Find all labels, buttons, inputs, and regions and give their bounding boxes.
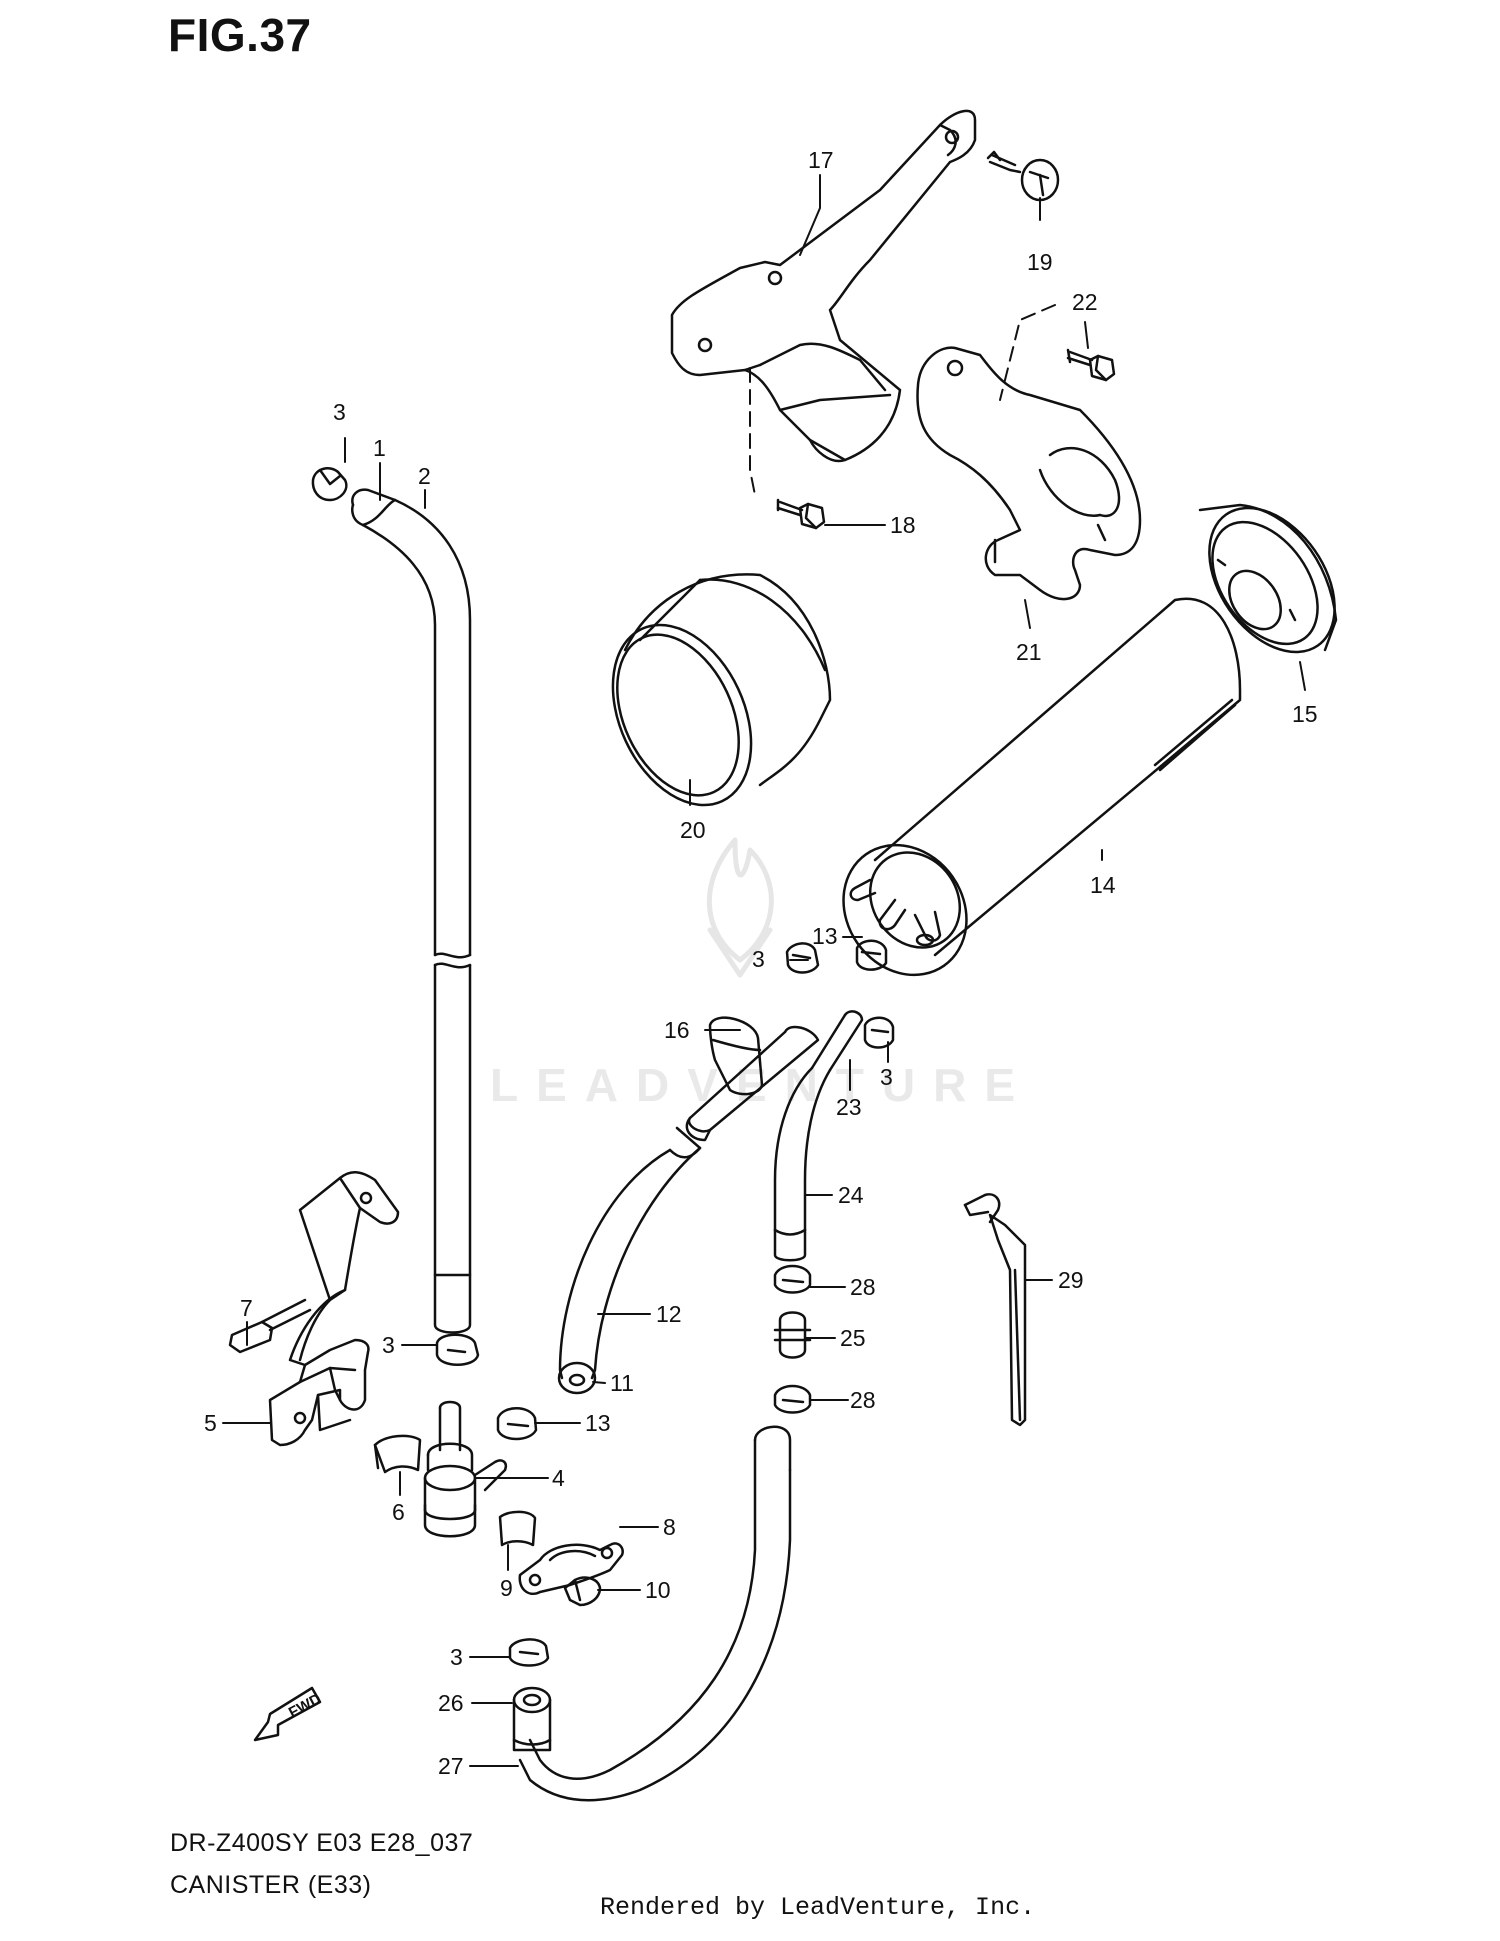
callout-28-top: 28 — [850, 1274, 876, 1300]
callout-12: 12 — [656, 1301, 682, 1327]
clamp-part-3-top — [311, 467, 348, 502]
callout-26: 26 — [438, 1690, 464, 1716]
clamp-part-3-hose — [435, 1333, 480, 1366]
clamp-part-28-bottom — [773, 1384, 812, 1414]
callout-14: 14 — [1090, 872, 1116, 898]
hose-part-24 — [773, 1010, 864, 1262]
callout-15: 15 — [1292, 701, 1318, 727]
clamp-part-3-right — [863, 1016, 895, 1049]
callouts: 17 19 22 18 21 15 20 14 3 1 2 3 13 16 3 … — [204, 147, 1318, 1779]
callout-3-left: 3 — [382, 1332, 395, 1358]
callout-18: 18 — [890, 512, 916, 538]
leader-lines — [222, 174, 1306, 1767]
callout-20: 20 — [680, 817, 706, 843]
callout-2: 2 — [418, 463, 431, 489]
watermark-logo — [706, 837, 774, 978]
callout-5: 5 — [204, 1410, 217, 1436]
callout-17: 17 — [808, 147, 834, 173]
clamp-part-13-bottom — [496, 1407, 538, 1441]
canister-part-14 — [842, 597, 1242, 977]
callout-6: 6 — [392, 1499, 405, 1525]
hose-part-12 — [557, 1025, 820, 1395]
bracket-part-21 — [916, 346, 1142, 601]
callout-10: 10 — [645, 1577, 671, 1603]
holder-part-9 — [498, 1510, 537, 1547]
plug-part-16 — [708, 1016, 764, 1096]
bracket-part-17 — [670, 109, 977, 463]
clamp-part-28-top — [773, 1264, 812, 1294]
callout-4: 4 — [552, 1465, 565, 1491]
joint-part-25 — [773, 1311, 812, 1359]
clamp-part-3-bottom — [508, 1638, 550, 1667]
callout-13-top: 13 — [812, 923, 838, 949]
bracket-part-5 — [268, 1338, 370, 1447]
figure-title: FIG.37 — [168, 9, 312, 61]
holder-part-6 — [373, 1434, 422, 1474]
callout-3-right: 3 — [880, 1064, 893, 1090]
callout-24: 24 — [838, 1182, 864, 1208]
callout-8: 8 — [663, 1514, 676, 1540]
clamp-part-8 — [518, 1542, 624, 1595]
model-code: DR-Z400SY E03 E28_037 — [170, 1829, 474, 1857]
end-cap-part-15 — [1198, 503, 1338, 654]
callout-29: 29 — [1058, 1267, 1084, 1293]
callout-1: 1 — [373, 435, 386, 461]
bolt-part-19 — [986, 150, 1060, 202]
callout-27: 27 — [438, 1753, 464, 1779]
clamp-part-3-mid — [785, 942, 820, 974]
callout-16: 16 — [664, 1017, 690, 1043]
hose-part-2 — [351, 488, 472, 1334]
callout-3-top: 3 — [333, 399, 346, 425]
callout-25: 25 — [840, 1325, 866, 1351]
bolt-part-22 — [1066, 348, 1116, 382]
callout-9: 9 — [500, 1575, 513, 1601]
callout-22: 22 — [1072, 289, 1098, 315]
diagram-subtitle: CANISTER (E33) — [170, 1871, 372, 1899]
callout-11: 11 — [610, 1370, 634, 1396]
watermark: LEADVENTURE — [490, 1059, 1034, 1111]
bracket-part-7 — [228, 1171, 400, 1367]
bolt-part-18 — [776, 498, 826, 530]
callout-28-bottom: 28 — [850, 1387, 876, 1413]
callout-23: 23 — [836, 1094, 862, 1120]
fwd-label: FWD — [286, 1690, 324, 1721]
callout-3-mid: 3 — [752, 946, 765, 972]
callout-13-bottom: 13 — [585, 1410, 611, 1436]
callout-21: 21 — [1016, 639, 1042, 665]
callout-3-bottom: 3 — [450, 1644, 463, 1670]
rendered-by-credit: Rendered by LeadVenture, Inc. — [600, 1893, 1036, 1922]
callout-7: 7 — [240, 1295, 253, 1321]
fwd-arrow-icon — [253, 1686, 322, 1742]
hose-part-27 — [512, 1425, 792, 1802]
valve-part-4 — [423, 1400, 507, 1538]
cover-part-20 — [611, 573, 832, 807]
cable-tie-part-29 — [963, 1193, 1027, 1427]
callout-19: 19 — [1027, 249, 1053, 275]
clamp-part-13-top — [855, 939, 888, 971]
screw-part-10 — [563, 1576, 602, 1607]
